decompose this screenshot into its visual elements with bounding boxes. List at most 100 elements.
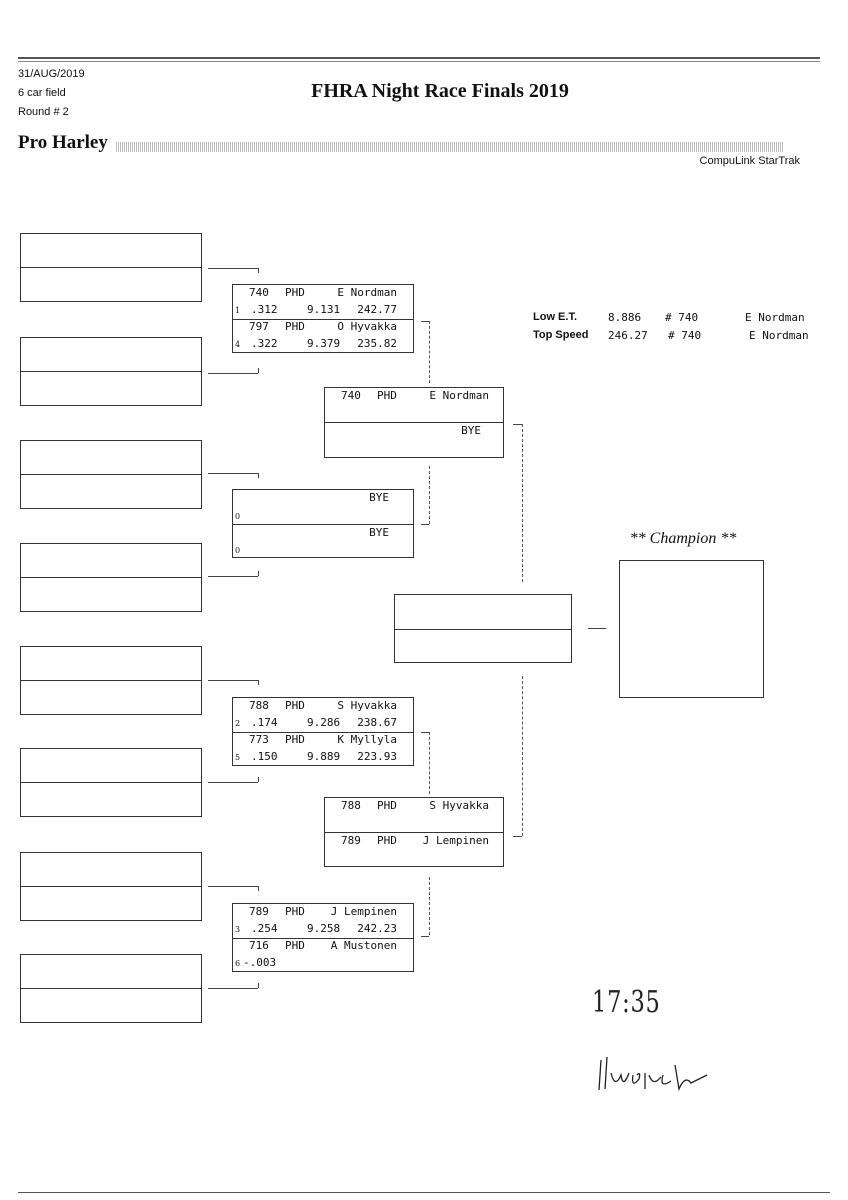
low-et-car: # 740 xyxy=(665,311,699,324)
connector xyxy=(513,424,522,425)
speed: 238.67 xyxy=(357,716,397,729)
connector xyxy=(208,680,258,681)
driver-name: J Lempinen xyxy=(422,834,489,847)
field-size: 6 car field xyxy=(18,87,66,99)
reaction-time: -.003 xyxy=(243,956,277,969)
elapsed-time: 9.889 xyxy=(307,750,341,763)
signature xyxy=(598,1056,708,1092)
car-class: PHD xyxy=(285,939,305,952)
driver-name: E Nordman xyxy=(429,389,489,402)
car-class: PHD xyxy=(377,834,397,847)
ladder-slot-5 xyxy=(20,646,202,715)
car-class: PHD xyxy=(285,733,305,746)
top-speed-value: 246.27 xyxy=(608,329,648,342)
car-number: 740 xyxy=(341,389,361,402)
ladder-slot-3 xyxy=(20,440,202,509)
connector xyxy=(588,628,606,629)
dotted-bar xyxy=(116,142,784,152)
driver-name: O Hyvakka xyxy=(337,320,397,333)
connector xyxy=(208,373,258,374)
class-name: Pro Harley xyxy=(18,132,108,153)
race-date: 31/AUG/2019 xyxy=(18,68,85,80)
driver-name: K Myllyla xyxy=(337,733,397,746)
reaction-time: .322 xyxy=(251,337,278,350)
driver-name: BYE xyxy=(461,424,481,437)
top-speed-driver: E Nordman xyxy=(749,329,809,342)
reaction-time: .312 xyxy=(251,303,278,316)
seed: 5 xyxy=(235,753,241,762)
connector xyxy=(429,466,430,524)
ladder-slot-2 xyxy=(20,337,202,406)
elapsed-time: 9.379 xyxy=(307,337,341,350)
car-number: 773 xyxy=(249,733,269,746)
connector xyxy=(429,877,430,935)
handwritten-time: 17:35 xyxy=(592,985,661,1020)
reaction-time: .254 xyxy=(251,922,278,935)
car-number: 788 xyxy=(249,699,269,712)
round2-pair-1: 740 PHD E Nordman BYE xyxy=(324,387,504,458)
seed: 0 xyxy=(235,512,241,521)
reaction-time: .174 xyxy=(251,716,278,729)
champion-box xyxy=(619,560,764,698)
driver-name: BYE xyxy=(369,491,389,504)
page-title: FHRA Night Race Finals 2019 xyxy=(311,80,569,102)
header-rule-thin xyxy=(18,61,820,62)
round1-pair-4: 789 PHD J Lempinen 3 .254 9.258 242.23 7… xyxy=(232,903,414,972)
driver-name: J Lempinen xyxy=(330,905,397,918)
speed: 242.77 xyxy=(357,303,397,316)
connector xyxy=(208,886,258,887)
final-pair xyxy=(394,594,572,663)
champion-label: ** Champion ** xyxy=(629,530,737,547)
car-class: PHD xyxy=(285,320,305,333)
ladder-slot-7 xyxy=(20,852,202,921)
connector xyxy=(421,936,429,937)
connector xyxy=(421,732,429,733)
seed: 4 xyxy=(235,340,241,349)
elapsed-time: 9.258 xyxy=(307,922,341,935)
low-et-value: 8.886 xyxy=(608,311,642,324)
connector xyxy=(208,576,258,577)
connector xyxy=(208,473,258,474)
speed: 235.82 xyxy=(357,337,397,350)
car-number: 789 xyxy=(249,905,269,918)
connector xyxy=(522,676,523,836)
seed: 6 xyxy=(235,959,241,968)
reaction-time: .150 xyxy=(251,750,278,763)
ladder-slot-1 xyxy=(20,233,202,302)
connector xyxy=(421,524,429,525)
speed: 223.93 xyxy=(357,750,397,763)
seed: 3 xyxy=(235,925,241,934)
software-name: CompuLink StarTrak xyxy=(699,155,800,167)
round1-pair-2: BYE 0 BYE 0 xyxy=(232,489,414,558)
connector xyxy=(208,268,258,269)
car-class: PHD xyxy=(377,389,397,402)
low-et-driver: E Nordman xyxy=(745,311,805,324)
elapsed-time: 9.131 xyxy=(307,303,341,316)
car-class: PHD xyxy=(285,699,305,712)
header-rule xyxy=(18,57,820,59)
footer-rule xyxy=(18,1192,830,1193)
connector xyxy=(421,321,429,322)
driver-name: A Mustonen xyxy=(330,939,397,952)
car-number: 788 xyxy=(341,799,361,812)
top-speed-car: # 740 xyxy=(668,329,702,342)
car-class: PHD xyxy=(285,286,305,299)
connector xyxy=(513,836,522,837)
connector xyxy=(522,424,523,582)
round-number: Round # 2 xyxy=(18,106,69,118)
driver-name: BYE xyxy=(369,526,389,539)
round2-pair-2: 788 PHD S Hyvakka 789 PHD J Lempinen xyxy=(324,797,504,867)
top-speed-label: Top Speed xyxy=(533,329,589,341)
seed: 2 xyxy=(235,719,241,728)
seed: 1 xyxy=(235,306,241,315)
ladder-slot-8 xyxy=(20,954,202,1023)
car-number: 716 xyxy=(249,939,269,952)
round1-pair-1: 740 PHD E Nordman 1 .312 9.131 242.77 79… xyxy=(232,284,414,353)
connector xyxy=(208,988,258,989)
elapsed-time: 9.286 xyxy=(307,716,341,729)
driver-name: S Hyvakka xyxy=(337,699,397,712)
ladder-slot-6 xyxy=(20,748,202,817)
connector xyxy=(429,321,430,383)
speed: 242.23 xyxy=(357,922,397,935)
